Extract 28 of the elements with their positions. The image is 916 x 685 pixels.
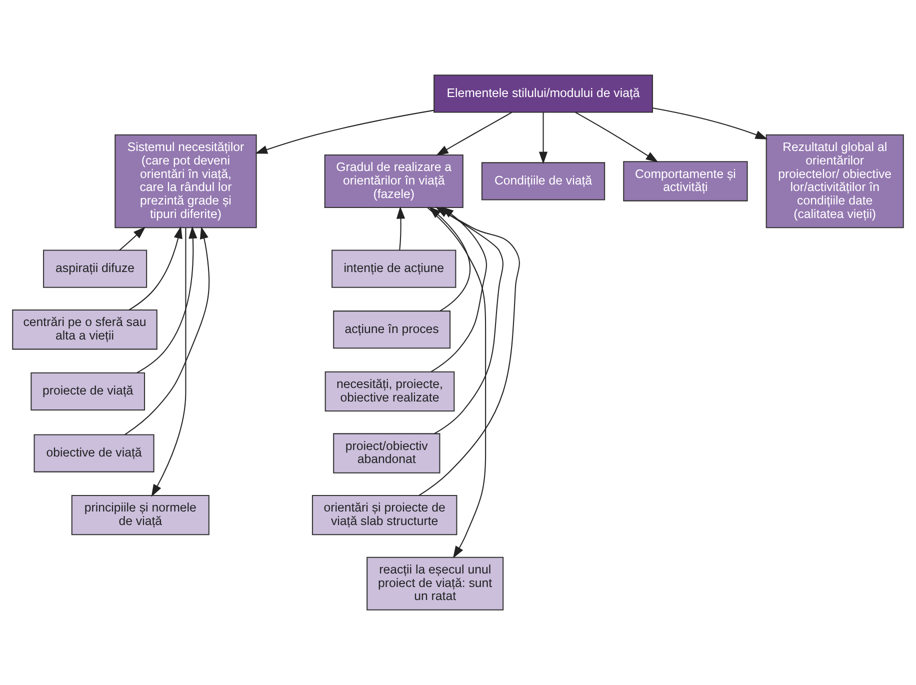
node-box: centrări pe o sferă sau alta a vieții [12,310,158,350]
arrow [151,228,186,497]
node-box: proiecte de viață [30,372,146,410]
node-box: necesități, proiecte, obiective realizate [324,371,455,412]
arrow [652,107,768,140]
node-box: Sistemul necesităților (care pot deveni orientări în viață, care la rândul lor prezintă grade și tipuri diferite) [114,134,257,228]
node-box: orientări și proiecte de viață slab structurte [312,495,458,536]
arrow [396,206,406,250]
arrow [255,110,434,154]
node-box: Comportamente și activități [623,161,748,202]
node-box: obiective de viață [34,434,154,472]
node-box: proiect/obiectiv abandonat [333,433,440,474]
node-box: aspirații difuze [43,250,148,288]
arrow [124,226,210,436]
arrow [136,226,198,374]
node-box: Gradul de realizare a orientărilor în viață (fazele) [324,154,464,208]
node-box: Condițiile de viață [481,162,606,200]
node-box: Elementele stilului/modului de viață [434,74,653,113]
node-box: acțiune în proces [333,310,451,349]
node-box: intenție de acțiune [332,250,456,288]
arrow [119,226,146,251]
node-box: Rezultatul global al orientărilor proiectelor/ obiectivelor/activităților în condițiile date (calitatea vieții) [766,134,904,228]
arrow [575,112,658,162]
node-box: principiile și normele de viață [71,495,210,536]
node-box: reacții la eșecul unul proiect de viață: sunt un ratat [366,556,504,610]
arrow [538,112,548,164]
arrow [128,226,182,310]
arrow [436,112,512,156]
